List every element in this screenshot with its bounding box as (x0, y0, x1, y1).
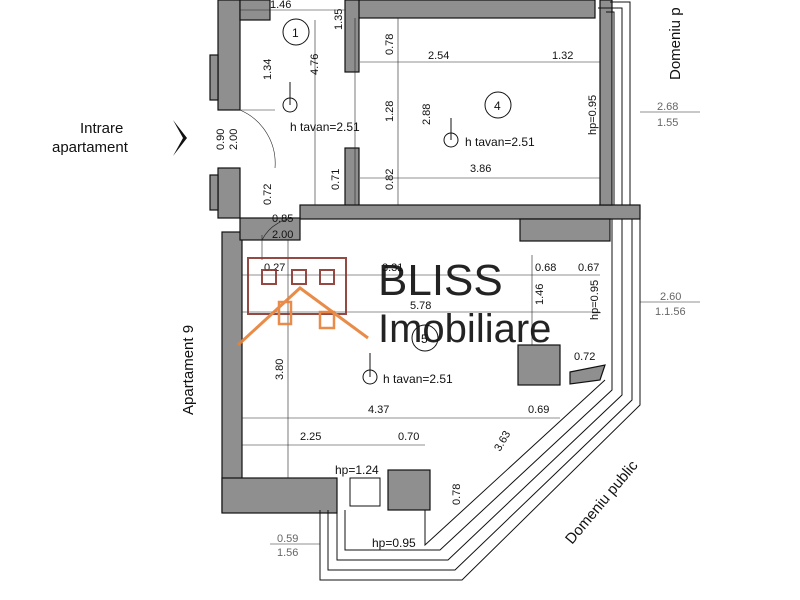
dim-1.28: 1.28 (384, 101, 396, 122)
neighbor-apartment-label: Apartament 9 (180, 325, 197, 415)
dim-0.82: 0.82 (384, 169, 396, 190)
ratio-top-1: 2.68 (657, 101, 678, 113)
dim-2.25: 2.25 (300, 431, 321, 443)
dim-4.76: 4.76 (309, 54, 321, 75)
wall-left-upper (217, 0, 241, 111)
dim-0.71: 0.71 (330, 169, 342, 190)
dim-3.63: 3.63 (492, 429, 513, 454)
dim-0.85: 0.85 (272, 213, 293, 225)
brand-watermark: BLISS Imobiliare (236, 256, 551, 351)
dim-0.67: 0.67 (578, 262, 599, 274)
dim-4.37: 4.37 (368, 404, 389, 416)
room-4-number: 4 (494, 99, 501, 113)
public-domain-label-bottom: Domeniu public (562, 457, 642, 548)
public-domain-label-top: Domeniu p (667, 7, 684, 80)
brand-word-bliss: BLISS (378, 256, 503, 305)
pillar-room5 (517, 344, 561, 386)
room-1-ceiling-height: h tavan=2.51 (290, 120, 360, 134)
ratio-bottom-3: 1.56 (277, 547, 298, 559)
dim-1.34: 1.34 (262, 59, 274, 80)
walls (209, 0, 641, 514)
brand-word-imobiliare: Imobiliare (378, 307, 551, 351)
wall-left-room5 (221, 231, 243, 513)
wall-mid-horizontal (299, 204, 641, 220)
room-1-number: 1 (292, 26, 299, 40)
wall-left-mid-b (209, 174, 219, 211)
rooms: 1 4 5 h tavan=2.51 h tavan=2.51 hp=0.95 … (282, 18, 599, 550)
dim-0.70: 0.70 (398, 431, 419, 443)
wall-mid-step (519, 218, 611, 242)
room-4-window-height: hp=0.95 (587, 95, 599, 135)
dim-5.78: 5.78 (410, 300, 431, 312)
dim-0.72: 0.72 (262, 184, 274, 205)
ratio-top-2: 2.60 (660, 291, 681, 303)
ratio-bottom-1: 1.55 (657, 117, 678, 129)
ceiling-height-symbol-4 (443, 118, 459, 148)
dim-1.46-room5: 1.46 (534, 284, 546, 305)
wall-bottom-left (221, 477, 338, 514)
room-5-ceiling-height: h tavan=2.51 (383, 372, 453, 386)
dim-0.72-wedge: 0.72 (574, 351, 595, 363)
dim-2.54: 2.54 (428, 50, 449, 62)
wall-partition-top (344, 0, 360, 73)
room-4-ceiling-height: h tavan=2.51 (465, 135, 535, 149)
dimensions: 1.46 1.35 4.76 1.34 0.78 2.54 1.32 1.28 … (215, 0, 686, 559)
doors (239, 20, 316, 260)
wall-wedge (569, 364, 606, 385)
dim-0.27: 0.27 (264, 262, 285, 274)
window-height-0.95-bottom: hp=0.95 (372, 536, 416, 550)
dim-3.86: 3.86 (470, 163, 491, 175)
dim-1.46: 1.46 (270, 0, 291, 11)
entrance-arrow-icon (173, 120, 187, 156)
dim-0.95: hp=0.95 (589, 280, 601, 320)
bliss-logo-icon (236, 257, 369, 347)
dim-3.80: 3.80 (274, 359, 286, 380)
entrance-label-line2: apartament (52, 139, 129, 156)
window-height-1.24: hp=1.24 (335, 463, 379, 477)
dim-1.32: 1.32 (552, 50, 573, 62)
ceiling-height-symbol-1 (282, 82, 298, 113)
dim-1.35: 1.35 (333, 9, 345, 30)
room-5-marker (411, 324, 439, 352)
wall-top-room4 (354, 0, 596, 19)
wall-right-room4 (599, 0, 613, 206)
ratio-top-3: 0.59 (277, 533, 298, 545)
room-1-marker (282, 18, 310, 46)
room-4-marker (484, 91, 512, 119)
dim-0.78-top: 0.78 (384, 34, 396, 55)
dim-0.68: 0.68 (535, 262, 556, 274)
dim-3.31: 3.31 (382, 262, 403, 274)
dim-0.78-bottom: 0.78 (451, 484, 463, 505)
dim-0.69: 0.69 (528, 404, 549, 416)
outer-outline (319, 1, 641, 581)
dim-0.90: 0.90 (215, 129, 227, 150)
ceiling-height-symbol-5 (362, 353, 378, 385)
pillar-bottom (387, 469, 431, 511)
wall-left-mid (217, 167, 241, 219)
entrance-label-line1: Intrare (80, 120, 123, 137)
dim-2.00-horizontal: 2.00 (272, 229, 293, 241)
ratio-bottom-2: 1.1.56 (655, 306, 686, 318)
wall-partition-bottom (344, 147, 360, 209)
wall-window-left (209, 54, 219, 101)
dimension-lines (240, 9, 700, 545)
room-5-number: 5 (421, 332, 428, 346)
dim-2.00-vertical: 2.00 (228, 129, 240, 150)
dim-2.88: 2.88 (421, 104, 433, 125)
